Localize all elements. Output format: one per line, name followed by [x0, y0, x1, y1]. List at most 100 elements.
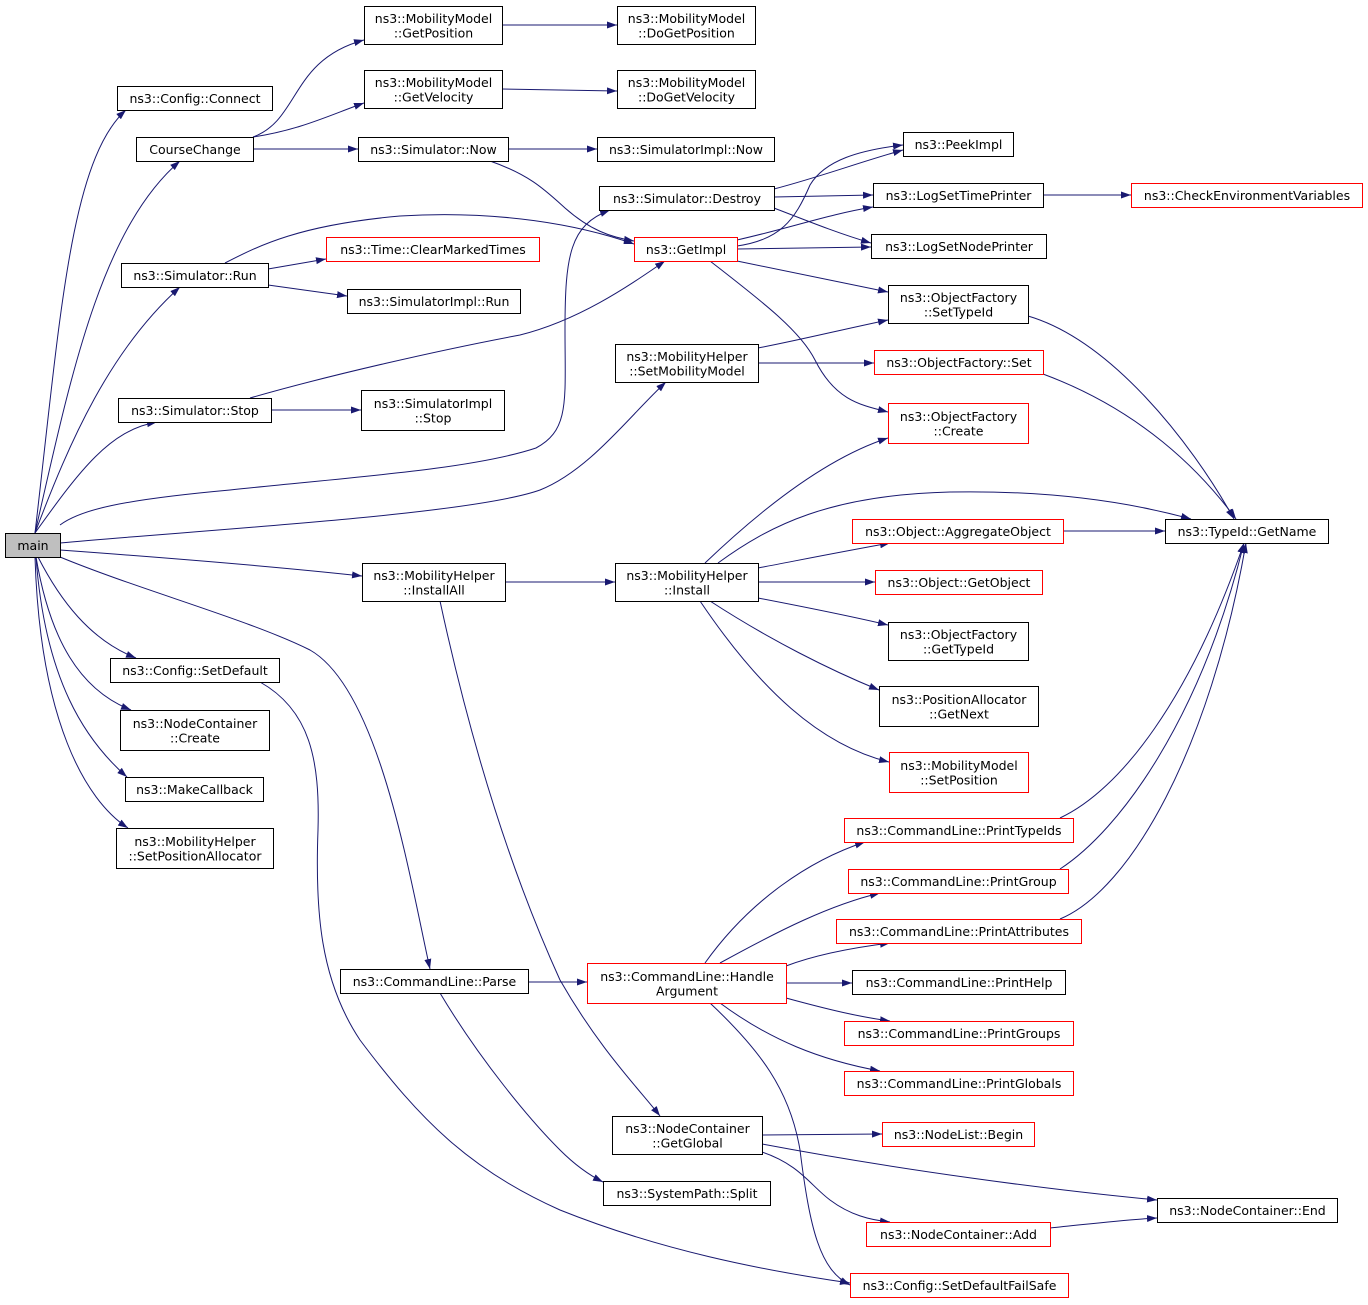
- node-simulator-now[interactable]: ns3::Simulator::Now: [358, 137, 509, 162]
- node-box-mobilityhelper-install: [615, 563, 759, 602]
- node-mobilityhelper-installall[interactable]: ns3::MobilityHelper::InstallAll: [362, 563, 506, 602]
- node-checkenvironmentvariables[interactable]: ns3::CheckEnvironmentVariables: [1131, 183, 1363, 208]
- node-box-objectfactory-settypeid: [888, 285, 1029, 324]
- node-commandline-printhelp[interactable]: ns3::CommandLine::PrintHelp: [852, 970, 1066, 995]
- node-label-simulatorimpl-run: ns3::SimulatorImpl::Run: [359, 294, 510, 309]
- node-label-commandline-printtypeids: ns3::CommandLine::PrintTypeIds: [856, 823, 1061, 838]
- node-simulator-run[interactable]: ns3::Simulator::Run: [121, 263, 269, 288]
- node-object-aggregateobject[interactable]: ns3::Object::AggregateObject: [852, 519, 1064, 544]
- edge-commandline-printgroup-to-typeid-getname: [1059, 542, 1245, 870]
- node-config-connect[interactable]: ns3::Config::Connect: [117, 86, 273, 111]
- node-object-getobject[interactable]: ns3::Object::GetObject: [875, 570, 1043, 595]
- node-label-logsetnodeprinter: ns3::LogSetNodePrinter: [885, 239, 1034, 254]
- node-getimpl[interactable]: ns3::GetImpl: [634, 237, 738, 262]
- node-box-peekimpl: [903, 132, 1014, 157]
- node-mobilitymodel-setposition[interactable]: ns3::MobilityModel::SetPosition: [889, 752, 1029, 793]
- edge-config-setdefault-to-config-setdefaultfailsafe: [259, 681, 851, 1286]
- node-peekimpl[interactable]: ns3::PeekImpl: [903, 132, 1014, 157]
- edge-mobilityhelper-install-to-positionallocator-getnext: [709, 600, 880, 691]
- node-box-commandline-printgroup: [848, 869, 1069, 894]
- node-commandline-printgroup[interactable]: ns3::CommandLine::PrintGroup: [848, 869, 1069, 894]
- node-commandline-printgroups[interactable]: ns3::CommandLine::PrintGroups: [844, 1021, 1074, 1046]
- node-logsetnodeprinter[interactable]: ns3::LogSetNodePrinter: [871, 234, 1047, 259]
- node-course-change[interactable]: CourseChange: [136, 137, 254, 162]
- node-label-simulator-run: ns3::Simulator::Run: [133, 268, 256, 283]
- node-commandline-printattributes[interactable]: ns3::CommandLine::PrintAttributes: [836, 919, 1082, 944]
- node-label-typeid-getname: ns3::TypeId::GetName: [1178, 524, 1317, 539]
- node-time-clearmarkedtimes[interactable]: ns3::Time::ClearMarkedTimes: [326, 237, 540, 262]
- node-objectfactory-create[interactable]: ns3::ObjectFactory::Create: [888, 403, 1029, 444]
- node-label-simulator-stop: ns3::Simulator::Stop: [131, 403, 259, 418]
- edge-nodecontainer-getglobal-to-nodecontainer-end: [761, 1143, 1158, 1203]
- node-label-nodecontainer-add: ns3::NodeContainer::Add: [880, 1227, 1037, 1242]
- edge-simulator-destroy-to-logsettimeprinter: [773, 191, 874, 199]
- node-box-mobilitymodel-dogetposition: [617, 6, 756, 45]
- node-box-nodecontainer-end: [1157, 1198, 1338, 1223]
- node-box-commandline-parse: [340, 969, 529, 994]
- node-objectfactory-set[interactable]: ns3::ObjectFactory::Set: [874, 350, 1044, 375]
- node-label-mobilitymodel-dogetposition-line-2: ::DoGetPosition: [638, 25, 735, 40]
- node-makecallback[interactable]: ns3::MakeCallback: [125, 777, 264, 802]
- node-box-commandline-printtypeids: [844, 818, 1074, 843]
- edge-mobilityhelper-install-to-objectfactory-create: [704, 437, 889, 564]
- node-nodecontainer-getglobal[interactable]: ns3::NodeContainer::GetGlobal: [612, 1116, 763, 1155]
- edge-simulator-run-to-getimpl: [224, 214, 635, 264]
- node-simulatorimpl-stop[interactable]: ns3::SimulatorImpl::Stop: [361, 390, 505, 431]
- node-nodecontainer-add[interactable]: ns3::NodeContainer::Add: [866, 1222, 1051, 1247]
- node-simulator-stop[interactable]: ns3::Simulator::Stop: [118, 398, 272, 423]
- node-mobilityhelper-setmobilitymodel[interactable]: ns3::MobilityHelper::SetMobilityModel: [615, 344, 759, 383]
- node-label-mobilitymodel-setposition-line-1: ns3::MobilityModel: [900, 758, 1017, 773]
- node-main[interactable]: main: [5, 533, 61, 558]
- node-label-commandline-printgroups: ns3::CommandLine::PrintGroups: [858, 1026, 1061, 1041]
- node-simulatorimpl-run[interactable]: ns3::SimulatorImpl::Run: [347, 289, 521, 314]
- node-box-commandline-printattributes: [836, 919, 1082, 944]
- edge-commandline-printtypeids-to-typeid-getname: [1059, 542, 1245, 819]
- node-label-mobilityhelper-installall-line-2: ::InstallAll: [403, 582, 465, 597]
- node-label-mobilitymodel-getvelocity-line-2: ::GetVelocity: [394, 89, 474, 104]
- node-label-time-clearmarkedtimes: ns3::Time::ClearMarkedTimes: [340, 242, 526, 257]
- node-label-config-connect: ns3::Config::Connect: [129, 91, 260, 106]
- node-label-peekimpl: ns3::PeekImpl: [915, 137, 1003, 152]
- node-config-setdefault[interactable]: ns3::Config::SetDefault: [110, 658, 280, 683]
- node-nodecontainer-end[interactable]: ns3::NodeContainer::End: [1157, 1198, 1338, 1223]
- node-box-simulatorimpl-now: [597, 137, 775, 162]
- node-typeid-getname[interactable]: ns3::TypeId::GetName: [1165, 519, 1329, 544]
- node-objectfactory-settypeid[interactable]: ns3::ObjectFactory::SetTypeId: [888, 285, 1029, 324]
- node-mobilityhelper-setpositionallocator[interactable]: ns3::MobilityHelper::SetPositionAllocato…: [116, 828, 274, 869]
- node-label-objectfactory-create-line-1: ns3::ObjectFactory: [900, 409, 1018, 424]
- edge-getimpl-to-objectfactory-settypeid: [736, 260, 889, 294]
- node-commandline-parse[interactable]: ns3::CommandLine::Parse: [340, 969, 529, 994]
- node-mobilityhelper-install[interactable]: ns3::MobilityHelper::Install: [615, 563, 759, 602]
- edge-main-to-nodecontainer-create: [35, 556, 132, 711]
- node-commandline-printtypeids[interactable]: ns3::CommandLine::PrintTypeIds: [844, 818, 1074, 843]
- node-mobilitymodel-getposition[interactable]: ns3::MobilityModel::GetPosition: [364, 6, 503, 45]
- node-simulatorimpl-now[interactable]: ns3::SimulatorImpl::Now: [597, 137, 775, 162]
- node-simulator-destroy[interactable]: ns3::Simulator::Destroy: [599, 186, 775, 211]
- node-mobilitymodel-getvelocity[interactable]: ns3::MobilityModel::GetVelocity: [364, 70, 503, 109]
- edge-main-to-config-connect: [34, 109, 127, 534]
- edge-course-change-to-mobilitymodel-getvelocity: [252, 102, 365, 138]
- node-box-simulator-run: [121, 263, 269, 288]
- node-objectfactory-gettypeid[interactable]: ns3::ObjectFactory::GetTypeId: [888, 622, 1029, 661]
- node-label-mobilitymodel-setposition-line-2: ::SetPosition: [920, 772, 998, 787]
- node-mobilitymodel-dogetvelocity[interactable]: ns3::MobilityModel::DoGetVelocity: [617, 70, 756, 109]
- node-systempath-split[interactable]: ns3::SystemPath::Split: [603, 1181, 771, 1206]
- node-box-object-aggregateobject: [852, 519, 1064, 544]
- node-nodelist-begin[interactable]: ns3::NodeList::Begin: [882, 1122, 1035, 1147]
- edge-mobilityhelper-install-to-object-aggregateobject: [757, 541, 891, 569]
- node-box-config-setdefault: [110, 658, 280, 683]
- node-positionallocator-getnext[interactable]: ns3::PositionAllocator::GetNext: [879, 686, 1039, 727]
- node-commandline-printglobals[interactable]: ns3::CommandLine::PrintGlobals: [844, 1071, 1074, 1096]
- edge-course-change-to-mobilitymodel-getposition: [252, 39, 365, 138]
- node-nodecontainer-create[interactable]: ns3::NodeContainer::Create: [120, 710, 270, 751]
- edge-mobilityhelper-install-to-typeid-getname: [717, 491, 1192, 564]
- node-mobilitymodel-dogetposition[interactable]: ns3::MobilityModel::DoGetPosition: [617, 6, 756, 45]
- node-box-logsettimeprinter: [873, 183, 1044, 208]
- edge-commandline-handleargument-to-commandline-printgroup: [719, 891, 881, 964]
- node-config-setdefaultfailsafe[interactable]: ns3::Config::SetDefaultFailSafe: [850, 1273, 1069, 1298]
- node-logsettimeprinter[interactable]: ns3::LogSetTimePrinter: [873, 183, 1044, 208]
- node-box-simulator-stop: [118, 398, 272, 423]
- node-box-typeid-getname: [1165, 519, 1329, 544]
